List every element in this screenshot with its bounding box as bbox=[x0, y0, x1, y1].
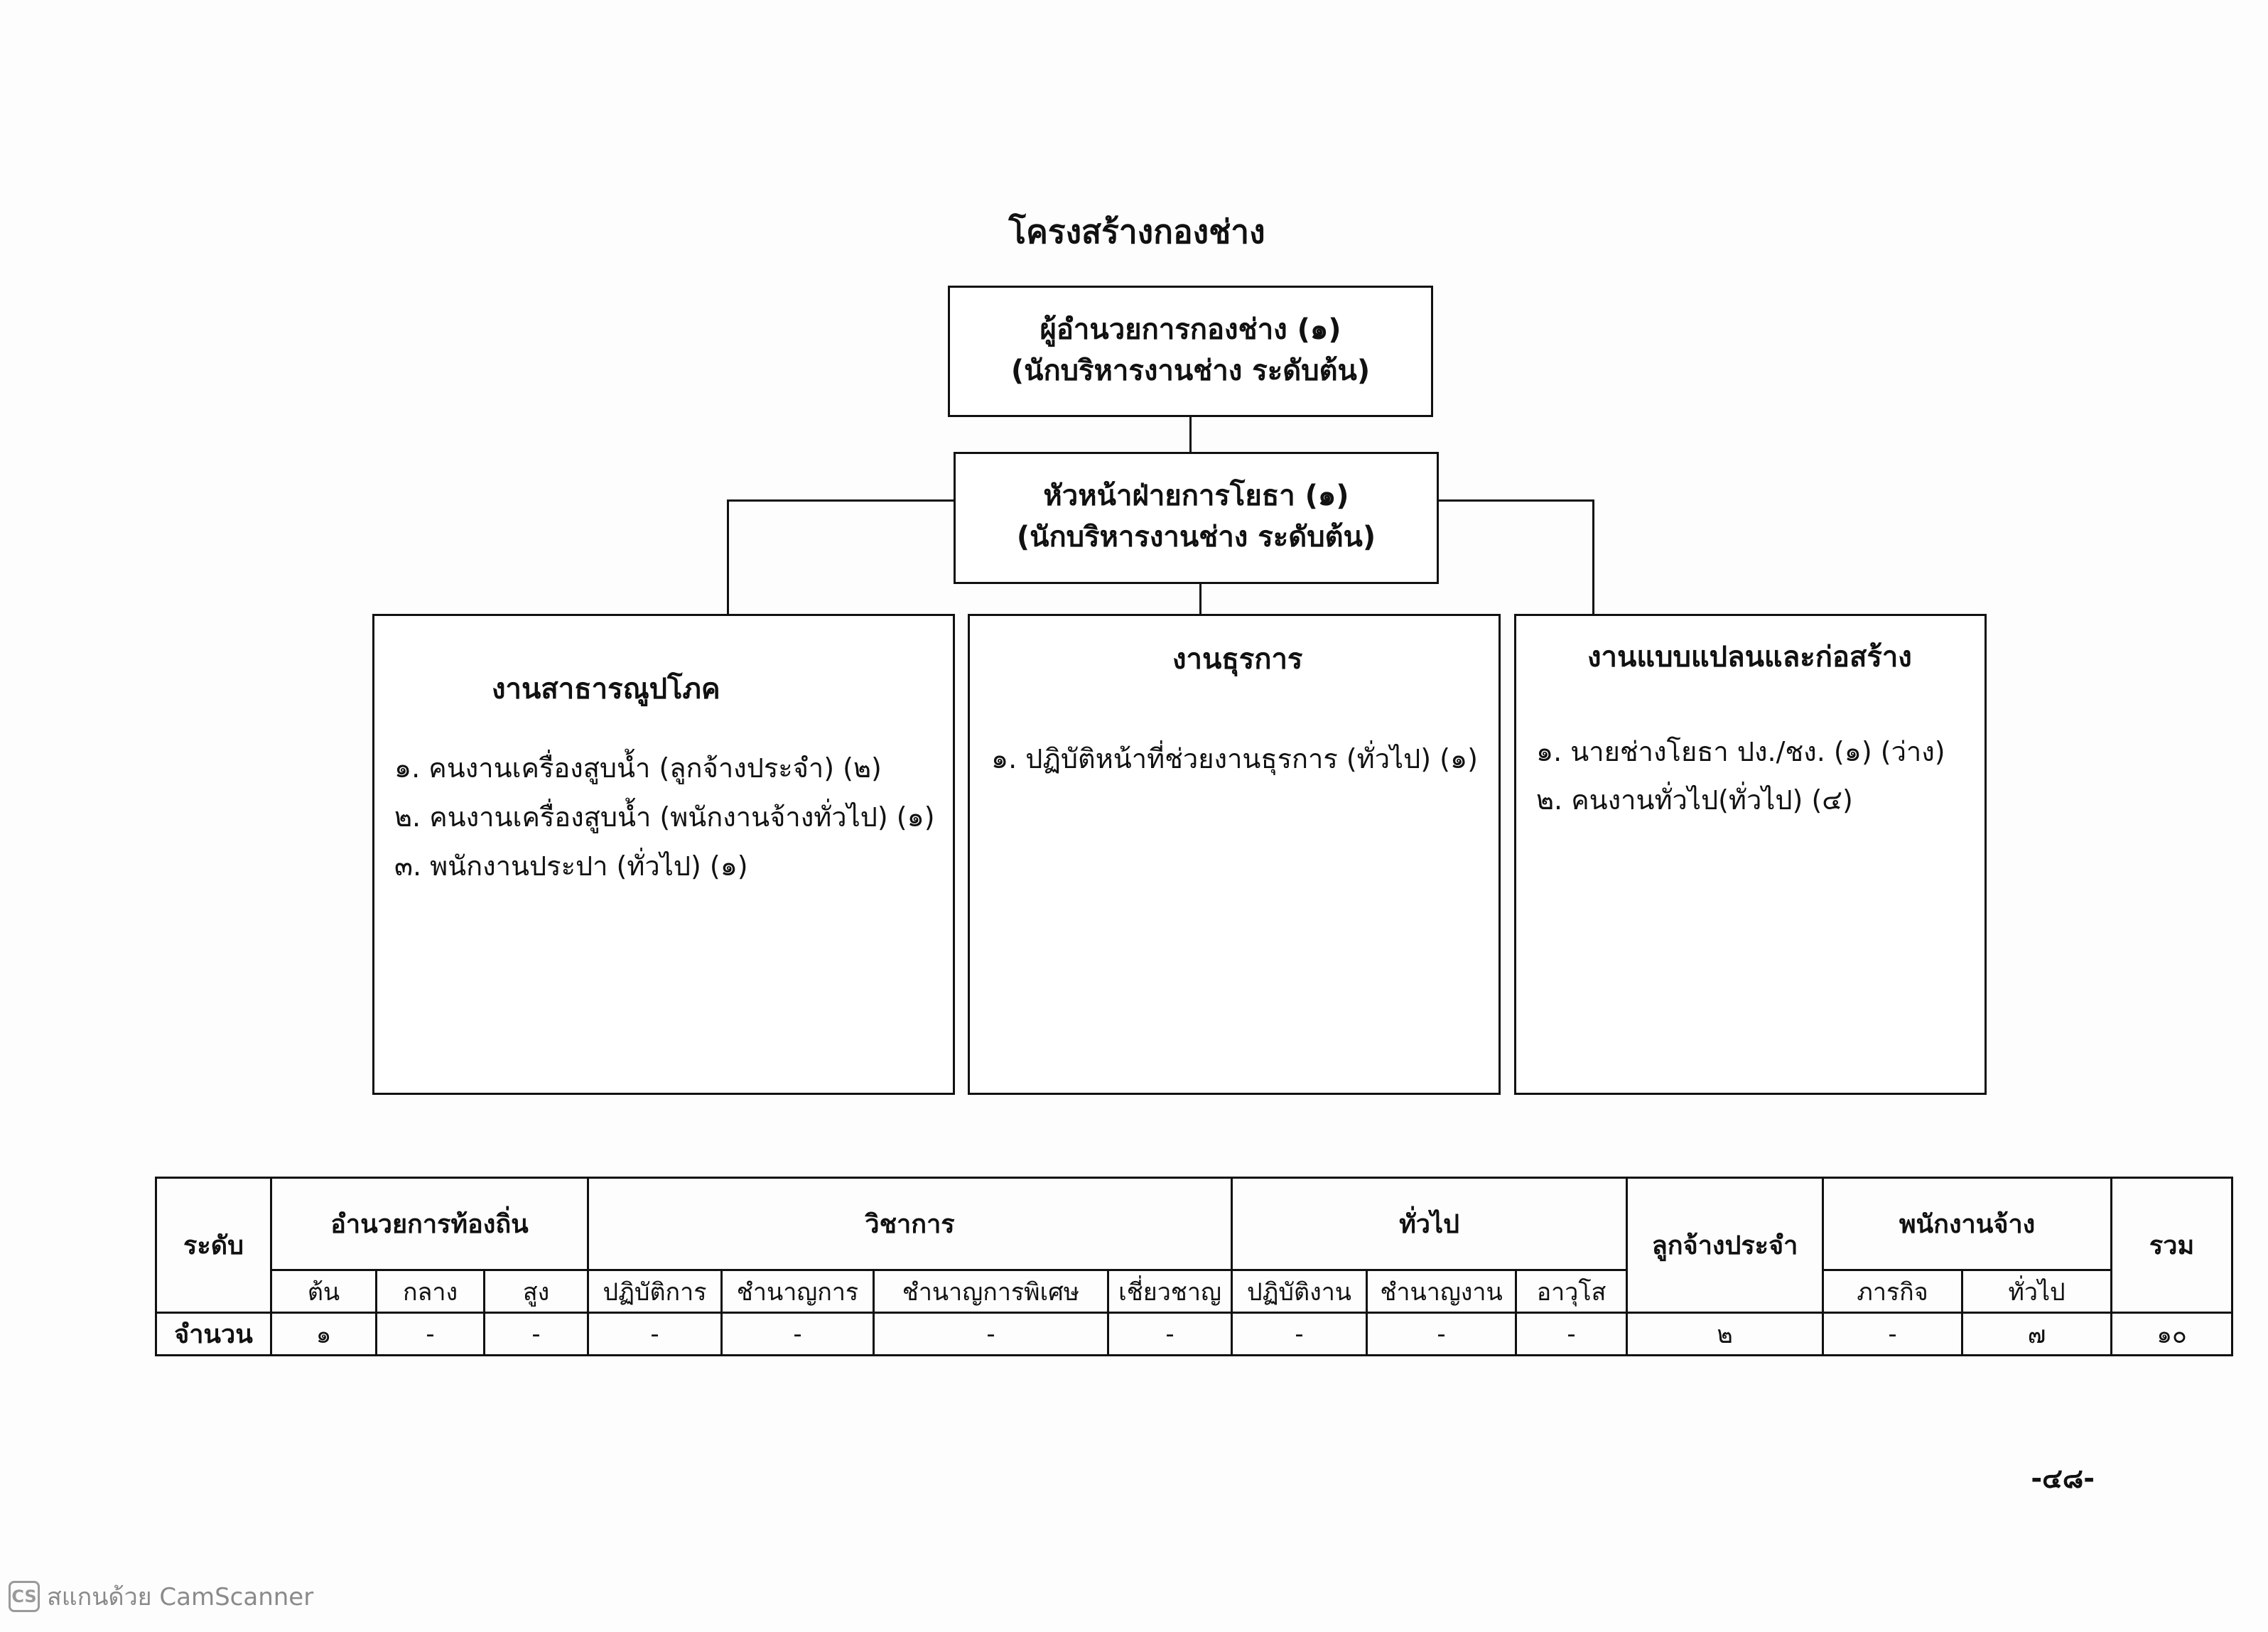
group-header: ลูกจ้างประจำ bbox=[1626, 1177, 1825, 1314]
count-cell: - bbox=[483, 1312, 589, 1356]
subheader-cell: ชำนาญงาน bbox=[1366, 1269, 1518, 1314]
count-cell: - bbox=[720, 1312, 875, 1356]
section-head-position: (นักบริหารงานช่าง ระดับต้น) bbox=[1016, 521, 1376, 553]
connector-left-vertical bbox=[727, 499, 729, 614]
connector-left-horizontal bbox=[727, 499, 954, 502]
count-cell: - bbox=[587, 1312, 723, 1356]
subheader-cell: ชำนาญการพิเศษ bbox=[873, 1269, 1109, 1314]
staff-table: ระดับ อำนวยการท้องถิ่น วิชาการ ทั่วไป ลู… bbox=[155, 1177, 2234, 1356]
unit-item: ๓. พนักงานประปา (ทั่วไป) (๑) bbox=[394, 850, 748, 882]
page-number: -๔๘- bbox=[2031, 1463, 2095, 1494]
section-head-box: หัวหน้าฝ่ายการโยธา (๑) (นักบริหารงานช่าง… bbox=[954, 452, 1439, 584]
group-header: พนักงานจ้าง bbox=[1822, 1177, 2113, 1271]
count-cell: ๒ bbox=[1626, 1312, 1825, 1356]
unit-item: ๒. คนงานเครื่องสูบน้ำ (พนักงานจ้างทั่วไป… bbox=[394, 801, 935, 833]
unit-item: ๒. คนงานทั่วไป(ทั่วไป) (๔) bbox=[1536, 784, 1853, 816]
count-cell: - bbox=[873, 1312, 1109, 1356]
count-cell: ๗ bbox=[1961, 1312, 2113, 1356]
subheader-cell: ชำนาญการ bbox=[720, 1269, 875, 1314]
unit-box-utilities: งานสาธารณูปโภค ๑. คนงานเครื่องสูบน้ำ (ลู… bbox=[372, 614, 955, 1095]
subheader-cell: ปฏิบัติงาน bbox=[1231, 1269, 1368, 1314]
level-header: ระดับ bbox=[155, 1177, 272, 1314]
count-cell: - bbox=[375, 1312, 485, 1356]
unit-item: ๑. คนงานเครื่องสูบน้ำ (ลูกจ้างประจำ) (๒) bbox=[394, 752, 882, 784]
count-cell: ๑๐ bbox=[2110, 1312, 2234, 1356]
count-cell: - bbox=[1822, 1312, 1964, 1356]
connector-top-to-mid bbox=[1189, 417, 1192, 452]
scanner-text: สแกนด้วย CamScanner bbox=[47, 1583, 314, 1611]
subheader-cell: ภารกิจ bbox=[1822, 1269, 1964, 1314]
group-header: อำนวยการท้องถิ่น bbox=[270, 1177, 589, 1271]
subheader-cell: ทั่วไป bbox=[1961, 1269, 2113, 1314]
unit-title: งานธุรการ bbox=[1172, 643, 1303, 676]
director-box: ผู้อำนวยการกองช่าง (๑) (นักบริหารงานช่าง… bbox=[948, 286, 1433, 417]
count-label: จำนวน bbox=[155, 1312, 272, 1356]
scanner-watermark: CS สแกนด้วย CamScanner bbox=[9, 1577, 313, 1616]
connector-right-horizontal bbox=[1439, 499, 1594, 502]
unit-item: ๑. นายช่างโยธา ปง./ชง. (๑) (ว่าง) bbox=[1536, 736, 1945, 767]
section-head-title: หัวหน้าฝ่ายการโยธา (๑) bbox=[1043, 480, 1349, 512]
camscanner-logo-icon: CS bbox=[9, 1581, 40, 1612]
subheader-cell: ต้น bbox=[270, 1269, 377, 1314]
subheader-cell: สูง bbox=[483, 1269, 589, 1314]
unit-title: งานสาธารณูปโภค bbox=[492, 673, 720, 706]
subheader-cell: ปฏิบัติการ bbox=[587, 1269, 723, 1314]
director-position: (นักบริหารงานช่าง ระดับต้น) bbox=[1010, 355, 1371, 387]
group-header: วิชาการ bbox=[586, 1177, 1233, 1271]
unit-title: งานแบบแปลนและก่อสร้าง bbox=[1587, 641, 1912, 674]
group-header: ทั่วไป bbox=[1231, 1177, 1629, 1271]
connector-center-vertical bbox=[1199, 584, 1202, 614]
unit-item: ๑. ปฏิบัติหน้าที่ช่วยงานธุรการ (ทั่วไป) … bbox=[991, 743, 1478, 774]
subheader-cell: เชี่ยวชาญ bbox=[1106, 1269, 1233, 1314]
unit-box-design-construction: งานแบบแปลนและก่อสร้าง ๑. นายช่างโยธา ปง.… bbox=[1514, 614, 1987, 1095]
count-cell: - bbox=[1366, 1312, 1518, 1356]
director-title: ผู้อำนวยการกองช่าง (๑) bbox=[1040, 313, 1341, 346]
unit-box-administration: งานธุรการ ๑. ปฏิบัติหน้าที่ช่วยงานธุรการ… bbox=[968, 614, 1501, 1095]
connector-right-vertical bbox=[1592, 499, 1594, 614]
count-cell: - bbox=[1515, 1312, 1629, 1356]
subheader-cell: กลาง bbox=[375, 1269, 485, 1314]
count-cell: ๑ bbox=[270, 1312, 377, 1356]
page-title: โครงสร้างกองช่าง bbox=[1008, 212, 1265, 251]
subheader-cell: อาวุโส bbox=[1515, 1269, 1629, 1314]
group-header: รวม bbox=[2110, 1177, 2234, 1314]
count-cell: - bbox=[1106, 1312, 1233, 1356]
count-cell: - bbox=[1231, 1312, 1368, 1356]
